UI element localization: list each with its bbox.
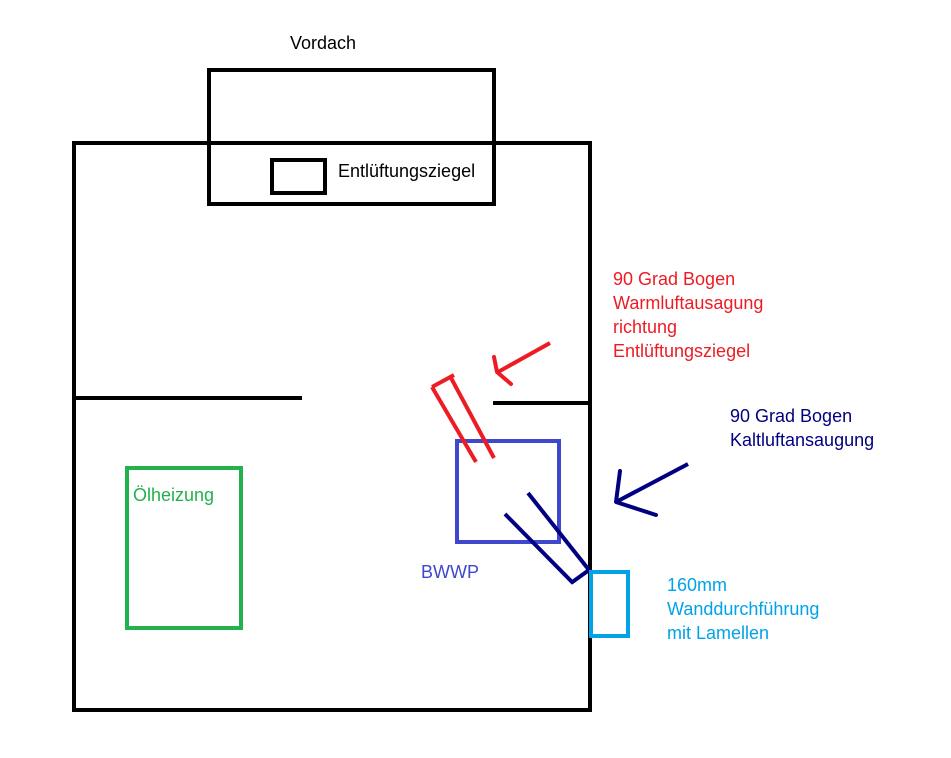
cold-bend-cap (569, 568, 591, 585)
cold-bend-label-line2: Kaltluftansaugung (730, 430, 875, 450)
cold-arrow-shaft (615, 462, 689, 504)
warm-bend-line-a (430, 385, 478, 464)
entlueftungsziegel-label: Entlüftungsziegel (338, 161, 476, 181)
wanddurchfuehrung-label-line1: 160mm (667, 575, 728, 595)
bwwp-box (455, 439, 561, 544)
cold-bend-label-line1: 90 Grad Bogen (730, 406, 853, 426)
wanddurchfuehrung-label-line2: Wanddurchführung (667, 599, 820, 619)
oelheizung-box (125, 466, 243, 630)
wanddurchfuehrung-label-line3: mit Lamellen (667, 623, 770, 643)
warm-bend-line-b (448, 375, 496, 459)
bwwp-label: BWWP (421, 562, 479, 582)
warm-arrow-head (492, 355, 513, 386)
warm-bend-label-line2: Warmluftausagung (613, 293, 764, 313)
room-outline (72, 141, 592, 712)
warm-bend-label-line4: Entlüftungsziegel (613, 341, 751, 361)
cold-bend-line-a (503, 512, 575, 585)
oelheizung-label: Ölheizung (133, 485, 215, 505)
warm-bend-label-line1: 90 Grad Bogen (613, 269, 736, 289)
entlueftungsziegel-box (270, 158, 327, 195)
warm-bend-label-line3: richtung (613, 317, 678, 337)
warm-arrow-shaft (497, 341, 551, 374)
wanddurchfuehrung-box (589, 570, 630, 638)
vordach-outline (207, 68, 496, 206)
cold-bend-line-b (526, 491, 591, 572)
cold-arrow-head (614, 469, 658, 517)
warm-bend-cap (431, 373, 455, 389)
vordach-label: Vordach (290, 33, 357, 53)
